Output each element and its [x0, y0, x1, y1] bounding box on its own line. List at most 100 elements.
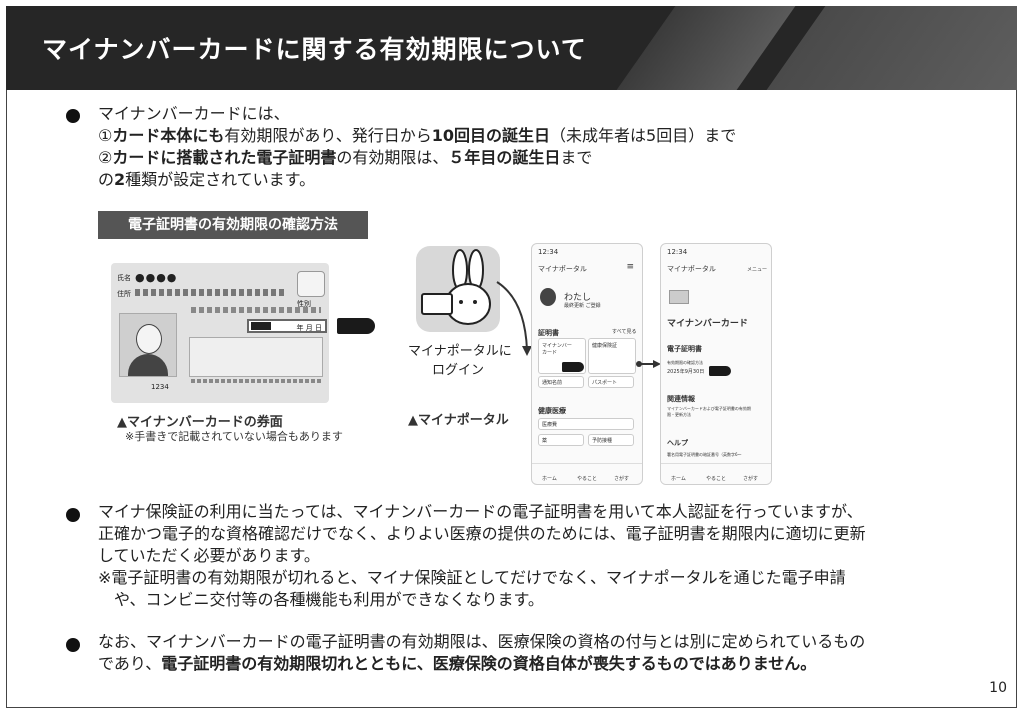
portal-login-label: マイナポータルに ログイン: [408, 344, 512, 378]
bullet1-text: マイナンバーカードには、 ①カード本体にも有効期限があり、発行日から10回目の誕…: [98, 103, 736, 191]
text: （未成年者は5回目）まで: [550, 126, 737, 145]
related-link[interactable]: マイナンバーカードおよび電子証明書の有効期限・更新方法: [667, 406, 751, 417]
card-date-mask: [251, 322, 271, 330]
bullet2-line1: マイナ保険証の利用に当たっては、マイナンバーカードの電子証明書を用いて本人認証を…: [98, 502, 863, 521]
bold-text: 2: [114, 170, 126, 189]
nav-home[interactable]: ホーム: [542, 476, 557, 482]
tile-label: マイナンバーカード: [542, 343, 572, 356]
help-text[interactable]: 署名用電子証明書の暗証番号（英数字6～: [667, 452, 742, 457]
card-name-label: 氏名: [117, 274, 131, 282]
card-name-mask: ●●●●: [135, 271, 178, 284]
arrow-icon: [636, 360, 661, 368]
tile-passport[interactable]: パスポート: [588, 376, 634, 388]
bold-text: 10回目の誕生日: [431, 126, 551, 145]
related-title: 関連情報: [667, 395, 695, 403]
tile-label: 健康保険証: [592, 343, 618, 349]
card-date-text: 年 月 日: [296, 324, 322, 332]
bullet3-line1: なお、マイナンバーカードの電子証明書の有効期限は、医療保険の資格の付与とは別に定…: [98, 632, 866, 651]
card-photo: [119, 313, 177, 377]
bullet2-line3: していただく必要があります。: [98, 546, 320, 565]
card-address-label: 住所: [117, 290, 131, 298]
bullet2-line5: や、コンビニ交付等の各種機能も利用ができなくなります。: [98, 590, 544, 609]
bottom-nav: ホーム やること さがす: [661, 463, 771, 484]
phone-app-title: マイナポータル: [538, 265, 587, 273]
rabbit-mascot-icon: [421, 249, 491, 325]
user-sub: 最終更新 ご登録: [564, 303, 601, 309]
slide-header: マイナンバーカードに関する有効期限について: [6, 6, 1017, 90]
phone-screen-home: 12:34 マイナポータル ≡ わたし 最終更新 ご登録 証明書 すべて見る マ…: [531, 243, 643, 485]
list-item-vaccine[interactable]: 予防接種: [588, 434, 634, 446]
cert-date: 2025年9月30日: [667, 369, 705, 375]
bullet1-line2: ①カード本体にも有効期限があり、発行日から10回目の誕生日（未成年者は5回目）ま…: [98, 125, 736, 147]
bold-text: 電子証明書の有効期限切れとともに、医療保険の資格自体が喪失するものではありません…: [161, 654, 817, 673]
nav-search[interactable]: さがす: [614, 476, 630, 482]
bold-text: カードに搭載された電子証明書: [112, 148, 337, 167]
card-thumbnail-icon: [669, 290, 689, 304]
bullet2-line4: ※電子証明書の有効期限が切れると、マイナ保険証としてだけでなく、マイナポータルを…: [98, 568, 846, 587]
page-title: マイナンバーカードに関する有効期限について: [42, 35, 587, 64]
menu-button[interactable]: メニュー: [746, 267, 767, 273]
card-address-mask: [135, 289, 285, 296]
tile-insurance[interactable]: 健康保険証: [588, 338, 636, 374]
list-label: 医療費: [542, 422, 558, 428]
text: の有効期限は、: [336, 148, 449, 167]
cert-sub: 有効期限の確認方法: [667, 360, 703, 365]
card-sex-label: 性別: [297, 300, 311, 308]
page-number: 10: [989, 680, 1007, 696]
pointing-hand-icon: [562, 362, 584, 372]
text: ①: [98, 126, 113, 145]
pointing-hand-icon: [337, 318, 375, 334]
list-label: 予防接種: [592, 438, 613, 444]
card-note: ※手書きで記載されていない場合もあります: [125, 430, 343, 443]
bullet1-line4: の2種類が設定されています。: [98, 169, 736, 191]
mascot-panel: [416, 246, 500, 332]
nav-todo[interactable]: やること: [706, 476, 727, 482]
text: 有効期限があり、発行日から: [224, 126, 432, 145]
list-label: 薬: [542, 438, 548, 444]
shoulders-icon: [128, 354, 168, 376]
face-icon: [136, 324, 162, 354]
phone-time: 12:34: [667, 248, 688, 256]
phone-time: 12:34: [538, 248, 559, 256]
header-stripe: [766, 6, 1017, 90]
text: まで: [560, 148, 593, 167]
tile-label: パスポート: [592, 380, 618, 386]
bullet-dot: [66, 109, 80, 123]
pointing-hand-icon: [709, 366, 731, 376]
nav-home[interactable]: ホーム: [671, 476, 686, 482]
bullet1-line3: ②カードに搭載された電子証明書の有効期限は、５年目の誕生日まで: [98, 147, 736, 169]
card-field-box: [189, 337, 323, 377]
text: であり、: [98, 654, 162, 673]
see-all-link[interactable]: すべて見る: [612, 329, 637, 335]
list-item-medical[interactable]: 医療費: [538, 418, 634, 430]
phone-app-title: マイナポータル: [667, 265, 716, 273]
nav-todo[interactable]: やること: [577, 476, 598, 482]
cert-label: 電子証明書: [667, 345, 702, 353]
card-caption: ▲マイナンバーカードの券面: [117, 415, 283, 430]
user-name: わたし: [564, 293, 592, 303]
menu-icon[interactable]: ≡: [626, 262, 634, 272]
phone-screen-card: 12:34 マイナポータル メニュー マイナンバーカード 電子証明書 有効期限の…: [660, 243, 772, 485]
text: の: [98, 170, 115, 189]
bold-text: カード本体にも: [112, 126, 225, 145]
card-chip: [297, 271, 325, 297]
header-stripe: [616, 6, 796, 90]
mynumber-card: 氏名 ●●●● 住所 性別 年 月 日 1234: [111, 263, 329, 403]
text: 種類が設定されています。: [125, 170, 316, 189]
tile-notice[interactable]: 通知名前: [538, 376, 584, 388]
portal-caption: ▲マイナポータル: [408, 413, 509, 428]
bullet2-text: マイナ保険証の利用に当たっては、マイナンバーカードの電子証明書を用いて本人認証を…: [98, 501, 866, 611]
avatar: [540, 288, 556, 306]
list-item-medicine[interactable]: 薬: [538, 434, 584, 446]
section-health: 健康医療: [538, 407, 566, 415]
card-mask-row: [191, 307, 321, 313]
bottom-nav: ホーム やること さがす: [532, 463, 642, 484]
bullet-dot: [66, 638, 80, 652]
nav-search[interactable]: さがす: [743, 476, 759, 482]
tile-label: 通知名前: [542, 380, 563, 386]
section-certificates: 証明書: [538, 329, 559, 337]
screen-title: マイナンバーカード: [667, 319, 748, 329]
arrow-icon: [496, 281, 532, 356]
bullet3-line2: であり、電子証明書の有効期限切れとともに、医療保険の資格自体が喪失するものではあ…: [98, 653, 865, 675]
bold-text: ５年目の誕生日: [448, 148, 561, 167]
